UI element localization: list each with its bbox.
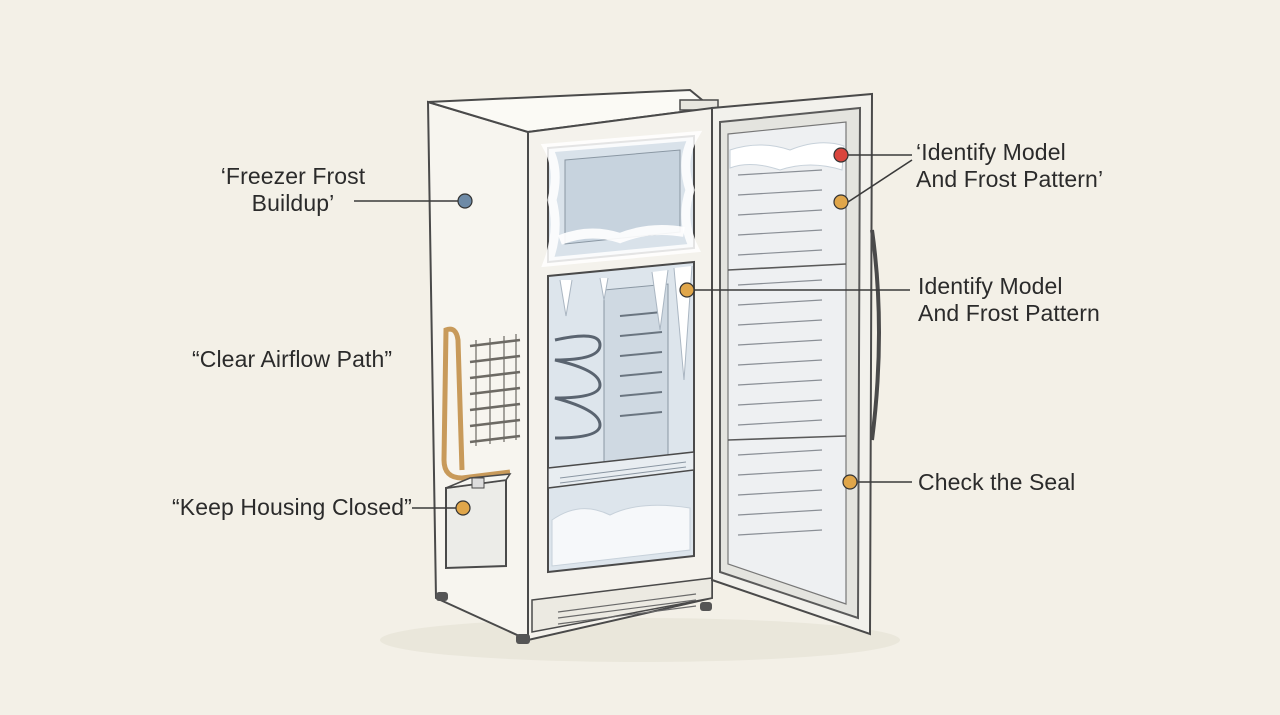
marker-housing: [455, 500, 471, 516]
marker-identify-red: [833, 147, 849, 163]
label-freezer-frost: ‘Freezer Frost Buildup’: [218, 163, 368, 217]
compressor-housing: [445, 478, 507, 570]
freezer-frost: [540, 130, 703, 268]
label-freezer-frost-line2: Buildup’: [251, 190, 335, 216]
marker-identify-orange: [833, 194, 849, 210]
label-housing: “Keep Housing Closed”: [172, 494, 412, 521]
foot-right: [700, 602, 712, 611]
marker-seal: [842, 474, 858, 490]
leader-lines: [354, 154, 913, 509]
icicles: [559, 265, 693, 381]
door-liner-ribs: [737, 169, 823, 536]
condenser-coils: [469, 334, 521, 446]
floor-shadow: [380, 618, 900, 662]
marker-identify-plain: [679, 282, 695, 298]
door-liner: [727, 121, 847, 605]
label-identify-plain-line2: And Frost Pattern: [918, 300, 1100, 326]
label-seal-text: Check the Seal: [918, 469, 1076, 495]
label-airflow: “Clear Airflow Path”: [192, 346, 392, 373]
label-identify-quoted-line1: ‘Identify Model: [916, 139, 1066, 165]
inner-evaporator-coils: [554, 334, 602, 440]
copper-tube: [441, 326, 511, 481]
label-freezer-frost-line1: ‘Freezer Frost: [220, 163, 366, 189]
label-identify-quoted: ‘Identify Model And Frost Pattern’: [916, 139, 1103, 193]
foot-left: [516, 634, 530, 644]
label-identify-plain: Identify Model And Frost Pattern: [918, 273, 1100, 327]
door-handle: [870, 229, 881, 441]
label-airflow-text: “Clear Airflow Path”: [192, 346, 393, 372]
label-housing-text: “Keep Housing Closed”: [172, 494, 412, 520]
marker-freezer-frost: [457, 193, 473, 209]
kick-plate: [531, 577, 713, 633]
bottom-frost: [551, 504, 691, 567]
door-frost: [729, 142, 845, 171]
rack-rails: [619, 311, 663, 417]
label-seal: Check the Seal: [918, 469, 1075, 496]
label-identify-quoted-line2: And Frost Pattern’: [916, 166, 1104, 192]
label-identify-plain-line1: Identify Model: [918, 273, 1063, 299]
vent-slats: [557, 593, 697, 625]
foot-back: [436, 592, 448, 601]
